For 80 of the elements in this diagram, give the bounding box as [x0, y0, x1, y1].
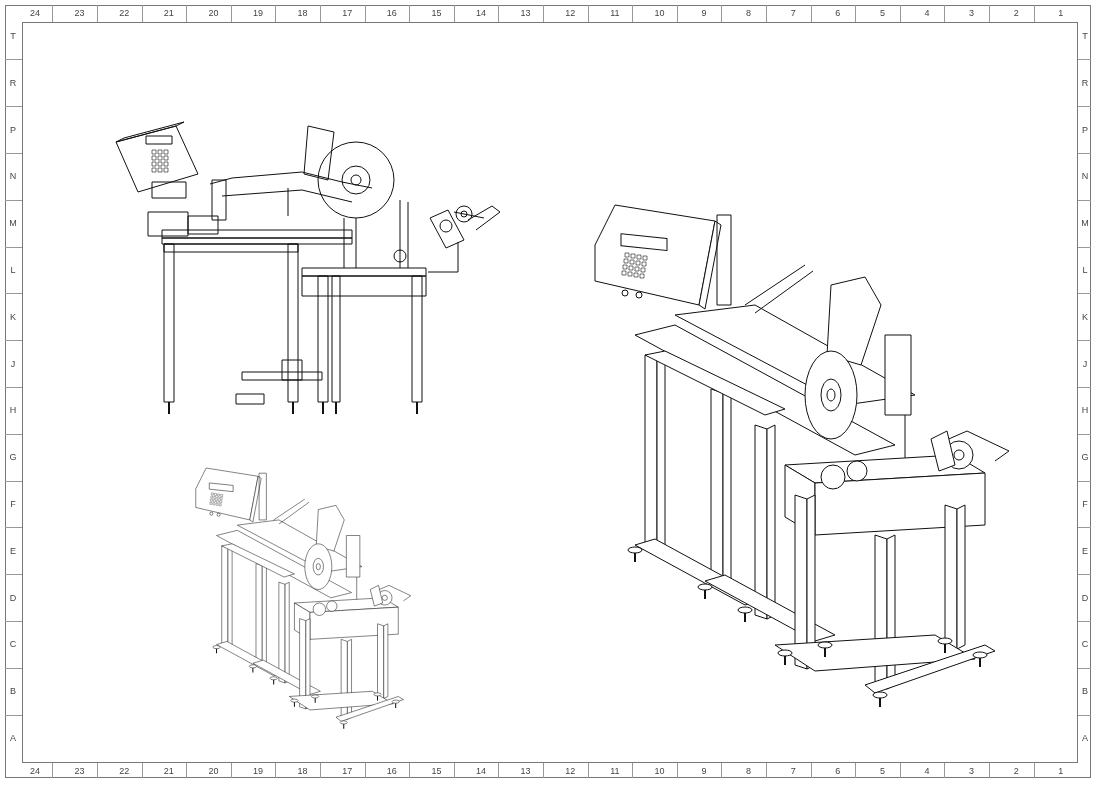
zone-marker: 6 [835, 766, 841, 776]
zone-marker: G [1081, 452, 1089, 462]
zone-marker: 20 [208, 8, 219, 18]
zone-marker: H [1081, 405, 1089, 415]
zone-marker: 14 [476, 766, 486, 776]
zone-marker: R [1081, 78, 1089, 88]
zone-marker: 8 [746, 8, 752, 18]
zone-marker: P [10, 125, 16, 135]
zone-marker: 19 [253, 8, 263, 18]
zone-marker: 22 [119, 8, 130, 18]
zone-marker: N [1081, 171, 1089, 181]
zone-marker: 23 [74, 766, 85, 776]
zone-marker: 3 [969, 8, 975, 18]
zone-marker: 20 [208, 766, 219, 776]
zone-marker: G [9, 452, 17, 462]
zone-marker: 6 [835, 8, 841, 18]
zone-marker: 18 [297, 766, 308, 776]
zone-marker: L [10, 265, 16, 275]
zone-marker: 13 [520, 766, 531, 776]
zone-marker: K [10, 312, 16, 322]
zone-marker: P [1082, 125, 1088, 135]
zone-marker: 13 [520, 8, 531, 18]
zone-marker: N [9, 171, 17, 181]
zone-marker: 15 [431, 8, 442, 18]
zone-marker: 9 [701, 766, 707, 776]
zone-marker: T [1082, 31, 1088, 41]
zone-marker: 5 [879, 766, 885, 776]
zone-marker: J [1082, 359, 1088, 369]
zone-marker: 16 [386, 8, 397, 18]
zone-marker: 19 [253, 766, 263, 776]
zone-marker: C [1081, 639, 1089, 649]
zone-marker: 10 [654, 766, 665, 776]
zone-marker: R [9, 78, 17, 88]
zone-marker: 12 [565, 8, 576, 18]
zone-marker: 8 [746, 766, 752, 776]
zone-marker: 2 [1013, 8, 1019, 18]
zone-marker: 21 [163, 766, 174, 776]
zone-marker: 11 [610, 8, 620, 18]
zone-marker: A [10, 733, 16, 743]
zone-marker: 4 [924, 766, 930, 776]
zone-marker: 10 [654, 8, 665, 18]
zone-marker: F [10, 499, 16, 509]
zone-marker: F [1082, 499, 1088, 509]
zone-marker: 4 [924, 8, 930, 18]
zone-marker: 15 [431, 766, 442, 776]
zone-marker: 16 [386, 766, 397, 776]
zone-marker: 23 [74, 8, 85, 18]
zone-marker: E [10, 546, 16, 556]
zone-marker: A [1082, 733, 1088, 743]
zone-marker: D [1081, 593, 1089, 603]
zone-marker: 17 [342, 766, 353, 776]
zone-marker: 1 [1058, 8, 1064, 18]
zone-marker: K [1082, 312, 1088, 322]
zone-marker: M [1081, 218, 1089, 228]
zone-marker: J [10, 359, 16, 369]
zone-marker: C [9, 639, 17, 649]
zone-marker: B [10, 686, 16, 696]
zone-marker: 3 [969, 766, 975, 776]
zone-marker: 24 [30, 766, 40, 776]
zone-marker: M [9, 218, 17, 228]
zone-marker: 22 [119, 766, 130, 776]
zone-marker: 2 [1013, 766, 1019, 776]
zone-marker: 18 [297, 8, 308, 18]
zone-marker: 14 [476, 8, 486, 18]
zone-marker: 11 [610, 766, 620, 776]
zone-marker: 7 [790, 766, 796, 776]
zone-marker: 21 [163, 8, 174, 18]
zone-marker: B [1082, 686, 1088, 696]
zone-marker: 17 [342, 8, 353, 18]
zone-marker: D [9, 593, 17, 603]
zone-marker: L [1082, 265, 1088, 275]
zone-marker: 24 [30, 8, 40, 18]
zone-marker: 7 [790, 8, 796, 18]
zone-marker: E [1082, 546, 1088, 556]
zone-marker: H [9, 405, 17, 415]
zone-marker: 5 [879, 8, 885, 18]
zone-marker: T [10, 31, 16, 41]
zone-marker: 9 [701, 8, 707, 18]
zone-marker: 1 [1058, 766, 1064, 776]
zone-marker: 12 [565, 766, 576, 776]
